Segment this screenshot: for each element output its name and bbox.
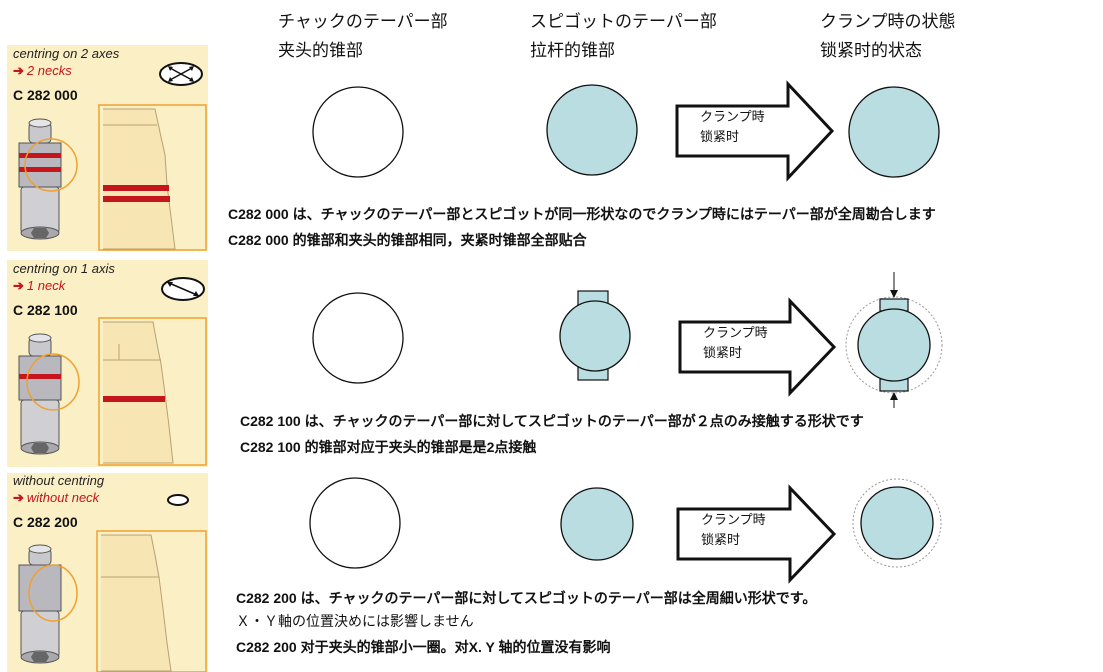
header-clamped-zh: 锁紧时的状态 (820, 41, 922, 61)
chuck-taper-circle (312, 292, 404, 384)
chuck-taper-circle (309, 477, 401, 569)
section-view-icon (96, 530, 207, 672)
clamped-slim-shape (852, 478, 942, 568)
neck-label-text: 2 necks (26, 63, 72, 78)
spigot-3d-icon (18, 118, 78, 240)
header-chuck-ja: チャックのテーパー部 (278, 12, 448, 32)
spigot-taper-circle (546, 84, 638, 176)
product-code: C 282 200 (13, 514, 78, 530)
centring-mode-label: without centring (13, 473, 105, 488)
clamp-arrow-label: クランプ時 锁紧时 (703, 324, 768, 364)
header-spigot-zh: 拉杆的锥部 (530, 41, 615, 61)
product-illustration (18, 277, 207, 466)
description-zh: C282 000 的锥部和夹头的锥部相同，夹紧时锥部全部贴合 (228, 232, 587, 248)
clamp-label-ja: クランプ時 (703, 326, 768, 341)
spigot-two-contact-shape (559, 290, 631, 381)
description-zh: C282 200 对于夹头的锥部小一圈。对X. Y 轴的位置没有影响 (236, 639, 611, 655)
clamped-two-contact-shape (845, 272, 943, 408)
spigot-3d-icon (18, 333, 80, 455)
product-illustration (18, 62, 207, 251)
clamp-label-ja: クランプ時 (701, 513, 766, 528)
header-clamped-ja: クランプ時の状態 (820, 12, 956, 32)
clamp-label-zh: 锁紧时 (700, 130, 740, 145)
clamped-state-circle (848, 86, 940, 178)
description-zh: C282 100 的锥部对应于夹头的锥部是是2点接触 (240, 439, 537, 455)
neck-label: ➔2 necks (13, 63, 72, 79)
clamp-label-zh: 锁紧时 (703, 346, 743, 361)
clamp-arrow-label: クランプ時 锁紧时 (700, 108, 765, 148)
neck-label: ➔1 neck (13, 278, 65, 294)
header-spigot: スピゴットのテーパー部 拉杆的锥部 (530, 8, 717, 66)
no-axis-icon (167, 494, 189, 506)
spigot-3d-icon (18, 544, 78, 664)
neck-label: ➔without neck (13, 490, 99, 506)
product-illustration (18, 494, 207, 672)
description-ja-line2: Ｘ・Ｙ軸の位置決めには影響しません (236, 613, 474, 629)
description-ja: C282 200 は、チャックのテーパー部に対してスピゴットのテーパー部は全周細… (236, 590, 817, 606)
header-chuck-zh: 夹头的锥部 (278, 41, 363, 61)
clamp-arrow-label: クランプ時 锁紧时 (701, 511, 766, 551)
chuck-taper-circle (312, 86, 404, 178)
section-view-icon (98, 317, 207, 466)
description-ja: C282 000 は、チャックのテーパー部とスピゴットが同一形状なのでクランプ時… (228, 206, 936, 222)
red-arrow-icon: ➔ (13, 490, 24, 505)
product-code: C 282 100 (13, 302, 78, 318)
clamp-label-zh: 锁紧时 (701, 533, 741, 548)
two-axes-icon (159, 62, 203, 86)
neck-label-text: without neck (26, 490, 100, 505)
description-ja: C282 100 は、チャックのテーパー部に対してスピゴットのテーパー部が２点の… (240, 413, 864, 429)
centring-mode-label: centring on 2 axes (13, 46, 120, 61)
one-axis-icon (161, 277, 205, 301)
header-spigot-ja: スピゴットのテーパー部 (530, 12, 717, 32)
product-code: C 282 000 (13, 87, 78, 103)
header-clamped: クランプ時の状態 锁紧时的状态 (820, 8, 956, 66)
spigot-slim-circle (560, 487, 634, 561)
section-view-icon (98, 104, 207, 251)
red-arrow-icon: ➔ (13, 278, 24, 293)
product-panel-c282000: centring on 2 axes ➔2 necks C 282 000 (7, 45, 208, 251)
header-chuck: チャックのテーパー部 夹头的锥部 (278, 8, 448, 66)
neck-label-text: 1 neck (26, 278, 66, 293)
product-panel-c282200: without centring ➔without neck C 282 200 (7, 473, 208, 672)
red-arrow-icon: ➔ (13, 63, 24, 78)
product-panel-c282100: centring on 1 axis ➔1 neck C 282 100 (7, 260, 208, 467)
clamp-label-ja: クランプ時 (700, 110, 765, 125)
centring-mode-label: centring on 1 axis (13, 261, 115, 276)
